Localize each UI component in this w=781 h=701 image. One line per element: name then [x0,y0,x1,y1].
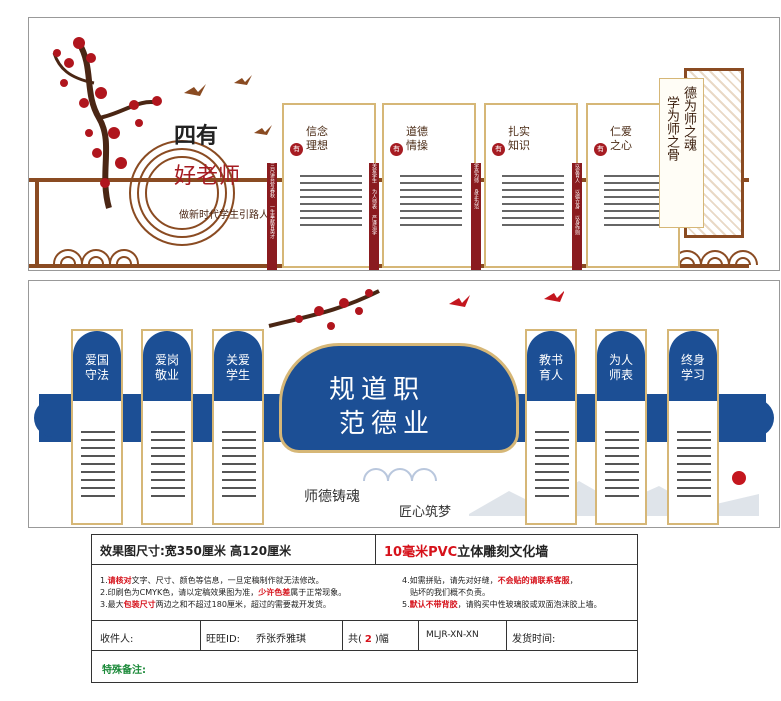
note-4-cont: 贴坏的我们概不负责。 [410,588,490,597]
card-header [527,331,575,401]
blue-band-cap-right [744,399,774,437]
frame-line-left [35,178,39,268]
count-field: 共(2)幅 [348,634,389,645]
quality-card-1: 信念 理想 有 [282,103,376,268]
card-ribbon-3: 学高为师 身正为范 [471,163,481,270]
cloud-ornament [363,468,437,482]
bottom-wall-design: 规道职 范德业 师德铸魂 匠心筑梦 爱国 守法 爱岗 敬业 关爱 学生 教书 育… [28,280,780,528]
plum-blossom-branch-bottom [268,289,380,330]
text-lines [677,431,711,503]
wangwang-value: 乔张乔雅琪 [256,634,306,645]
ship-time-label: 发货时间: [512,634,556,645]
form-notes-row: 1.请核对文字、尺寸、颜色等信息，一旦定稿制作就无法修改。 2.印刷色为CMYK… [92,565,637,621]
text-lines [605,431,639,503]
order-info-form: 效果图尺寸:宽350厘米 高120厘米 10毫米PVC立体雕刻文化墙 1.请核对… [91,534,638,683]
slogan-col-2: 学为师之骨 [664,96,679,161]
you-badge: 有 [290,143,303,156]
note-5: 5.默认不带背胶，请购买中性玻璃胶或双面泡沫胶上墙。 [402,600,602,609]
virtue-card-1: 爱国 守法 [71,329,123,525]
center-title-line2: 范德业 [339,409,436,439]
wave-decoration-left [53,249,139,265]
notes-left: 1.请核对文字、尺寸、颜色等信息，一旦定稿制作就无法修改。 2.印刷色为CMYK… [100,575,400,611]
note-4: 4.如需拼贴，请先对好缝，不会贴的请联系客服， [402,576,578,585]
order-code: MLJR-XN-XN [426,630,479,640]
special-notes-label: 特殊备注: [102,665,146,676]
text-lines [604,175,666,231]
info-divider-2 [342,621,343,650]
card-title: 爱国 守法 [84,353,109,382]
card-title: 仁爱 之心 [610,125,632,152]
header-divider [375,535,376,564]
text-lines [400,175,462,231]
text-lines [151,431,185,503]
card-title: 终身 学习 [680,353,705,382]
center-title-line1: 规道职 [329,375,426,405]
text-lines [222,431,256,503]
info-divider-4 [506,621,507,650]
virtue-card-5: 为人 师表 [595,329,647,525]
flying-birds [184,75,272,135]
slogan-left: 师德铸魂 [304,489,360,505]
text-lines [300,175,362,231]
card-title: 关爱 学生 [225,353,250,382]
card-header [597,331,645,401]
main-subtitle: 做新时代学生引路人 [179,210,269,221]
you-badge: 有 [492,143,505,156]
quality-card-2: 道德 情操 有 [382,103,476,268]
text-lines [81,431,115,503]
wangwang-label: 旺旺ID: [206,634,241,645]
recipient-label: 收件人: [100,634,134,645]
quality-card-3: 扎实 知识 有 [484,103,578,268]
note-1: 1.请核对文字、尺寸、颜色等信息，一旦定稿制作就无法修改。 [100,576,324,585]
you-badge: 有 [390,143,403,156]
card-title: 为人 师表 [608,353,633,382]
you-badge: 有 [594,143,607,156]
wave-decoration-right [672,250,758,266]
card-header [214,331,262,401]
red-birds [449,291,564,307]
main-title-line2: 好老师 [174,164,241,189]
card-title: 扎实 知识 [508,125,530,152]
info-divider-3 [418,621,419,650]
count-value: 2 [364,634,372,645]
slogan-scroll [659,78,704,228]
top-wall-design: 四有 好老师 做新时代学生引路人 信念 理想 有 道德 情操 有 扎实 知识 有… [28,17,780,271]
notes-right: 4.如需拼贴，请先对好缝，不会贴的请联系客服， 贴坏的我们概不负责。 5.默认不… [402,575,637,611]
main-title-line1: 四有 [174,123,219,149]
card-header [73,331,121,401]
product-label: 10毫米PVC立体雕刻文化墙 [384,541,548,560]
virtue-card-4: 教书 育人 [525,329,577,525]
text-lines [502,175,564,231]
form-header-row: 效果图尺寸:宽350厘米 高120厘米 10毫米PVC立体雕刻文化墙 [92,535,637,565]
card-ribbon-2: 关爱学生 为人师表 严谨治学 [369,163,379,270]
note-2: 2.印刷色为CMYK色，请以定稿效果图为准，少许色差属于正常现象。 [100,588,347,597]
center-fan-panel [279,343,519,453]
virtue-card-6: 终身 学习 [667,329,719,525]
card-ribbon-4: 以爱育人 以德立身 以身作则 [572,163,582,270]
card-title: 教书 育人 [538,353,563,382]
note-3: 3.最大包装尺寸两边之和不超过180厘米，超过的需要裁开发货。 [100,600,331,609]
card-ribbon-1: 三尺讲台写春秋 一生奉献育英才 [267,163,277,270]
form-info-row: 收件人: 旺旺ID: 乔张乔雅琪 共(2)幅 MLJR-XN-XN 发货时间: [92,621,637,651]
info-divider-1 [200,621,201,650]
slogan-right: 匠心筑梦 [399,505,452,520]
blue-band-cap-left [34,399,64,437]
virtue-card-2: 爱岗 敬业 [141,329,193,525]
card-header [143,331,191,401]
card-title: 道德 情操 [406,125,428,152]
product-label-red: 10毫米PVC [384,545,458,560]
text-lines [535,431,569,503]
concentric-circle-ornament [129,140,235,246]
product-label-rest: 立体雕刻文化墙 [457,545,549,560]
plum-blossom-branch [52,37,162,209]
card-title: 爱岗 敬业 [154,353,179,382]
card-header [669,331,717,401]
size-label: 效果图尺寸:宽350厘米 高120厘米 [100,544,292,558]
slogan-col-1: 德为师之魂 [681,86,696,151]
virtue-card-3: 关爱 学生 [212,329,264,525]
card-title: 信念 理想 [306,125,328,152]
